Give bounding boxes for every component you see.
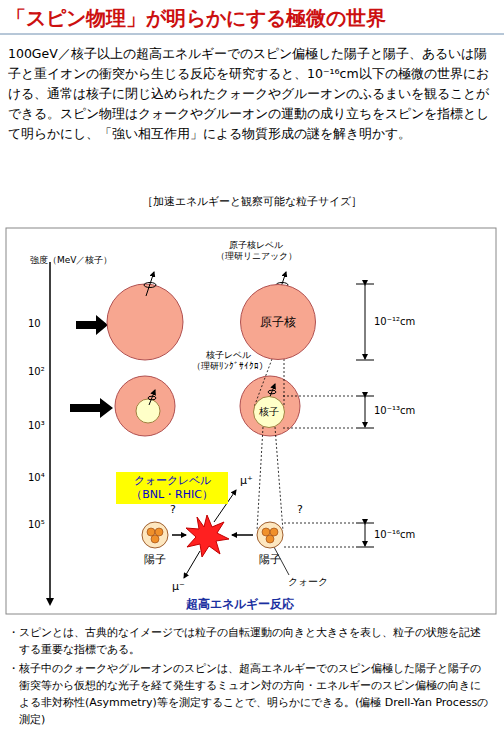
nucleus-circle (240, 376, 300, 436)
node-label: クォークレベル （BNL・RHIC） (122, 474, 222, 502)
proton-circle (141, 521, 169, 549)
energy-axis (49, 262, 51, 604)
axis-tick: 10⁵ (28, 519, 45, 530)
node-label: 原子核 (260, 314, 296, 331)
beam-arrow (172, 534, 186, 536)
nucleon-circle (136, 399, 160, 423)
muon-label: μ⁺ (240, 474, 253, 487)
dimension-label: 10⁻¹⁶cm (374, 529, 415, 540)
proton-label: 陽子 (135, 552, 175, 567)
bullet-note: ・スピンとは、古典的なイメージでは粒子の自転運動の向きと大きさを表し、粒子の状態… (8, 624, 489, 658)
axis-tick: 10³ (28, 420, 45, 431)
level-label: 原子核レベル （理研リニアック） (208, 240, 304, 262)
diagram-frame (6, 228, 496, 614)
proton-circle (256, 521, 284, 549)
axis-tick: 10⁴ (28, 472, 45, 483)
axis-tick: 10² (28, 366, 45, 377)
axis-tick: 10 (28, 318, 41, 329)
beam-arrow (76, 315, 108, 335)
intro-paragraph: 100GeV／核子以上の超高エネルギーでのスピン偏極した陽子と陽子、あるいは陽子… (8, 44, 496, 144)
bullet-note: ・核子中のクォークやグルーオンのスピンは、超高エネルギーでのスピン偏極した陽子と… (8, 660, 489, 728)
title-rule (0, 34, 504, 35)
proton-label: 陽子 (250, 552, 290, 567)
node-label: 核子 (259, 405, 279, 419)
beam-arrow (232, 534, 253, 536)
muon-label: μ⁻ (172, 580, 185, 593)
zoom-connector (257, 427, 283, 531)
beam-arrow (70, 398, 113, 418)
collision-star (186, 515, 229, 557)
question-mark: ? (170, 503, 176, 516)
axis-title: 強度（MeV／核子） (30, 254, 112, 267)
dimension-label: 10⁻¹²cm (374, 316, 415, 327)
nucleon-circle: 核子 (253, 396, 285, 428)
dimension-line (356, 284, 374, 547)
dimension-label: 10⁻¹³cm (374, 405, 415, 416)
dimension-guide (283, 396, 355, 547)
question-mark: ? (297, 503, 303, 516)
nucleus-circle (107, 284, 183, 360)
quark-label: クォーク (288, 575, 328, 589)
nucleus-circle: 原子核 (240, 284, 316, 360)
reaction-label: 超高エネルギー反応 (186, 596, 294, 613)
level-box: クォークレベル （BNL・RHIC） (116, 472, 228, 504)
proton: 陽子 (250, 521, 290, 567)
figure-subtitle: ［加速エネルギーと観察可能な粒子サイズ］ (0, 194, 504, 209)
muon-track (184, 551, 200, 578)
nucleus-circle (115, 376, 175, 436)
proton: 陽子 (135, 521, 175, 567)
title: 「スピン物理」が明らかにする極微の世界 (6, 5, 386, 32)
